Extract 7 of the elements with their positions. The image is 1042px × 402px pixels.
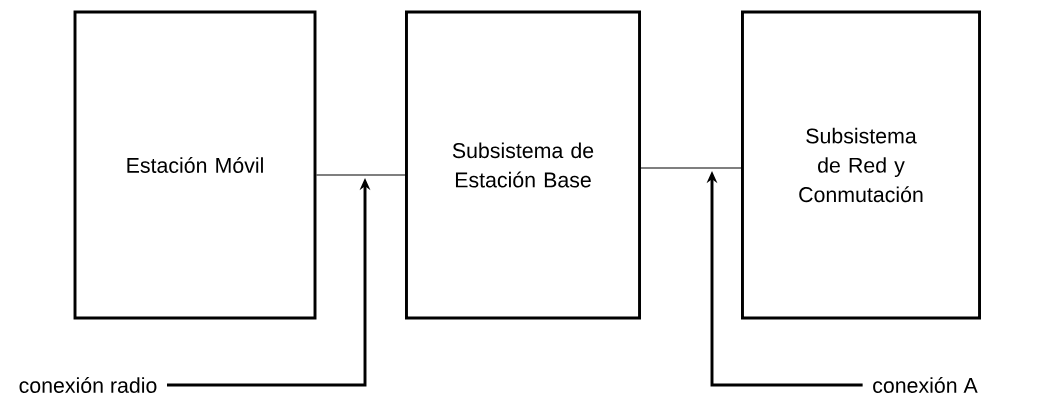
connection-label: conexión A <box>873 377 978 393</box>
connection-line <box>315 174 406 176</box>
block-box: Subsistema de Red y Conmutación <box>741 10 981 320</box>
connection-line <box>640 167 742 169</box>
block-box: Estación Móvil <box>73 10 317 320</box>
connection-label: conexión radio <box>19 377 157 393</box>
block-box: Subsistema de Estación Base <box>405 10 641 320</box>
